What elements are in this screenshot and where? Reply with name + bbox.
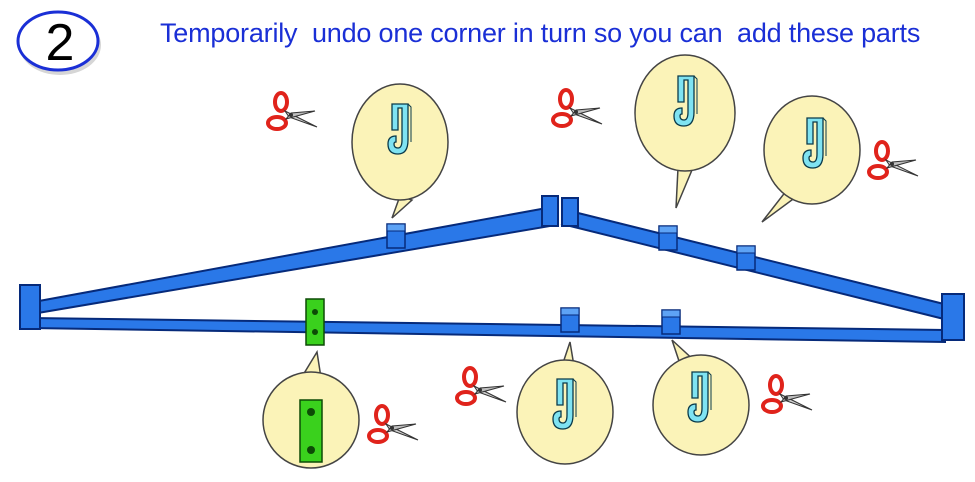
- frame-clip: [560, 307, 580, 333]
- step-badge: [16, 10, 101, 75]
- frame-clip: [661, 309, 681, 335]
- callout-hook-1: [351, 83, 449, 219]
- scissors-icon: [551, 88, 604, 128]
- scissors-icon: [455, 366, 508, 406]
- callout-hook-3: [761, 95, 861, 223]
- frame-clip: [658, 225, 678, 251]
- frame-clip: [386, 223, 406, 249]
- scissors-icon: [761, 374, 814, 414]
- frame-clip: [736, 245, 756, 271]
- scissors-icon: [266, 91, 319, 131]
- step-number: 2: [45, 14, 75, 72]
- callout-hook-4: [516, 341, 614, 465]
- callout-hook-5: [652, 339, 750, 456]
- scissors-icon: [867, 140, 920, 180]
- callout-connector: [262, 349, 360, 469]
- scissors-icon: [367, 404, 420, 444]
- instruction-text: Temporarily undo one corner in turn so y…: [160, 18, 921, 48]
- callout-hook-2: [634, 54, 736, 209]
- blue-frame: [19, 195, 965, 344]
- green-connector-on-frame: [305, 298, 325, 346]
